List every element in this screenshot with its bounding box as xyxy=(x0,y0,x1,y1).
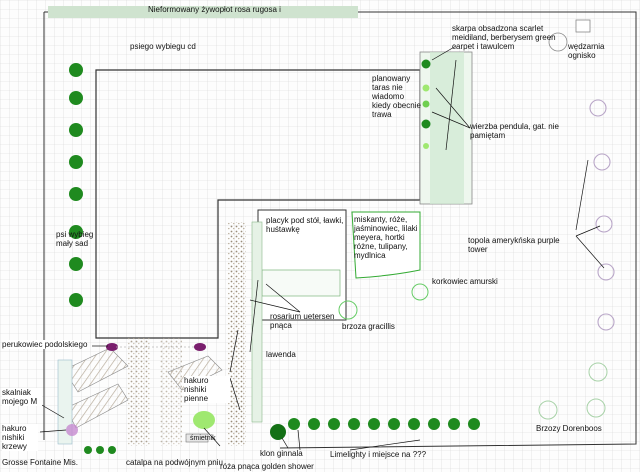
birch-gracilis-tree xyxy=(338,300,358,320)
table-area-box xyxy=(257,209,347,321)
grosse-fontaine-shrubs xyxy=(84,446,116,454)
birch-gracilis-label: brzoza gracillis xyxy=(342,322,395,331)
catalpa-tree xyxy=(193,411,215,429)
table-area-label: placyk pod stół, ławki, huśtawkę xyxy=(266,216,344,234)
birches-dorenboos-label: Brzozy Dorenboos xyxy=(536,424,602,433)
escarpment-label: skarpa obsadzona scarlet meidiland, berb… xyxy=(452,24,556,51)
rockery-flower xyxy=(66,424,78,436)
birch-dorenboos-trees xyxy=(538,362,608,420)
lavender-label: lawenda xyxy=(266,350,296,359)
catalpa-label: catalpa na podwójnym pniu xyxy=(126,458,223,467)
maple-tree xyxy=(270,424,286,440)
smokehouse-box xyxy=(575,19,591,33)
bed-hatch-3 xyxy=(167,355,223,391)
willow-label: wierzba pendula, gat. nie pamiętam xyxy=(470,122,559,140)
smokehouse-label: wędzarnia ognisko xyxy=(568,42,605,60)
maple-label: klon ginnala xyxy=(260,449,303,458)
poplar-label: topola amerykńska purple tower xyxy=(468,236,560,254)
terrace-label: planowany taras nie wiadomo kiedy obecni… xyxy=(372,74,421,119)
bed-hatch-1 xyxy=(63,347,129,393)
smokehouse-circle xyxy=(548,32,568,52)
bed-hatch-2 xyxy=(65,383,129,429)
mixed-bed-label: miskanty, róże, jaśminowiec, lilaki meye… xyxy=(354,215,418,260)
hakuro-krzewy-label: hakuro nishiki krzewy xyxy=(2,424,38,451)
mixed-bed-box xyxy=(351,211,421,279)
perukowiec-shrub-right xyxy=(194,343,206,351)
lower-path-2 xyxy=(160,338,182,446)
rose-climber-label: róża pnąca golden shower xyxy=(220,462,314,471)
hakuro-pienne-label: hakuro nishiki pienne xyxy=(184,376,230,403)
limelight-label: Limelighty i miejsce na ??? xyxy=(330,450,427,459)
perukowiec-label: perukowiec podolskiego xyxy=(2,340,88,349)
dog-run-top-label: psiego wybiegu cd xyxy=(130,42,196,51)
lavender-strip xyxy=(251,221,263,423)
hedge-label: Nieformowany żywopłot rosa rugosa i xyxy=(148,5,281,14)
rosarium-label: rosarium uetersen pnąca xyxy=(270,312,335,330)
pointer-lines xyxy=(39,45,605,451)
lower-path-1 xyxy=(128,338,150,446)
top-hedge xyxy=(48,6,358,18)
perukowiec-shrub-left xyxy=(106,343,118,351)
poplar-trees xyxy=(589,99,615,331)
rockery-bed xyxy=(57,359,73,445)
dog-run-label: psi wybieg mały sad xyxy=(56,230,94,248)
grosse-fontaine-label: Grosse Fontaine Mis. xyxy=(2,458,79,467)
korkowiec-label: korkowiec amurski xyxy=(432,277,498,286)
korkowiec-tree xyxy=(411,283,429,301)
escarpment-bed xyxy=(430,52,464,204)
limelight-row xyxy=(288,418,480,430)
terrace-shrubs xyxy=(421,59,431,149)
rockery-label: skalniak mojego M xyxy=(2,388,42,406)
trash-area xyxy=(185,433,209,443)
orchard-trees xyxy=(69,63,83,307)
trash-label: śmietnik xyxy=(190,435,216,442)
rosarium-steps xyxy=(261,269,341,297)
